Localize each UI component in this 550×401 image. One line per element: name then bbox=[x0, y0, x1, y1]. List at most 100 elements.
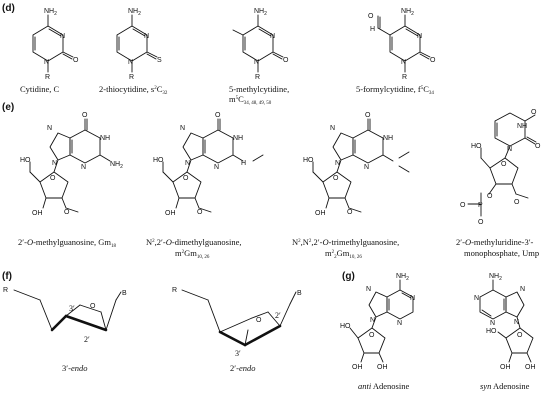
carbon-3-prime: 3′ bbox=[235, 349, 241, 358]
atom-o: O bbox=[365, 112, 371, 119]
atom-oh: OH bbox=[525, 364, 536, 371]
atom-o: O bbox=[535, 143, 541, 150]
label-syn-adenosine: syn Adenosine bbox=[480, 381, 530, 391]
dmg-structure bbox=[162, 118, 264, 213]
label-formylcytidine: 5-formylcytidine, f5C34 bbox=[356, 84, 434, 96]
atom-n: N bbox=[507, 146, 512, 153]
atom-n: N bbox=[214, 164, 219, 171]
atom-o: O bbox=[183, 175, 189, 182]
panel-label-d: (d) bbox=[2, 3, 15, 14]
label-gm: 2′-O-methylguanosine, Gm18 bbox=[18, 237, 117, 249]
atom-n: N bbox=[366, 286, 371, 293]
atom-o: O bbox=[50, 175, 56, 182]
label-dmg-1: N2,2′-O-dimethylguanosine, bbox=[146, 237, 242, 247]
atom-o: O bbox=[368, 13, 374, 20]
atom-n: N bbox=[47, 125, 52, 132]
atom-ho: HO bbox=[486, 328, 497, 335]
atom-nh2: NH2 bbox=[396, 273, 409, 282]
atom-n: N bbox=[330, 125, 335, 132]
atom-n: N bbox=[514, 319, 519, 326]
atom-oh: OH bbox=[352, 364, 363, 371]
atom-n: N bbox=[520, 286, 525, 293]
atom-nh: NH bbox=[233, 135, 243, 142]
atom-s: S bbox=[157, 57, 162, 64]
atom-n: N bbox=[270, 33, 275, 40]
label-ump-2: monophosphate, Ump bbox=[464, 248, 539, 258]
atom-n: N bbox=[52, 160, 57, 167]
atom-o-minus: O bbox=[460, 202, 466, 209]
atom-oh: OH bbox=[315, 210, 326, 217]
atom-nh2: NH2 bbox=[128, 8, 141, 17]
atom-o: O bbox=[283, 57, 289, 64]
label-ump-1: 2′-O-methyluridine-3′- bbox=[456, 237, 534, 247]
endo2-pucker bbox=[181, 289, 297, 347]
atom-oh: OH bbox=[165, 210, 176, 217]
endo3-pucker bbox=[13, 289, 122, 332]
atom-nh2: NH2 bbox=[254, 8, 267, 17]
atom-n: N bbox=[474, 295, 479, 302]
atom-o: O bbox=[73, 57, 79, 64]
atom-n: N bbox=[144, 33, 149, 40]
label-2-endo: 2′-endo bbox=[230, 363, 255, 373]
atom-n: N bbox=[81, 164, 86, 171]
atom-nh2: NH2 bbox=[489, 273, 502, 282]
atom-h: H bbox=[241, 160, 246, 167]
atom-r: R bbox=[402, 74, 407, 81]
syn-adenosine-structure bbox=[479, 279, 534, 363]
atom-n: N bbox=[128, 59, 133, 66]
atom-o: O bbox=[197, 209, 203, 216]
atom-nh2: NH2 bbox=[44, 8, 57, 17]
carbon-2-prime: 2′ bbox=[275, 311, 281, 320]
atom-ho: HO bbox=[471, 143, 482, 150]
atom-ho: HO bbox=[340, 323, 351, 330]
carbon-3-prime: 3′ bbox=[69, 304, 75, 313]
atom-nh: NH bbox=[383, 135, 393, 142]
label-dmg-2: m2Gm10, 26 bbox=[175, 248, 210, 260]
atom-o: O bbox=[64, 209, 70, 216]
label-anti-adenosine: anti Adenosine bbox=[358, 381, 409, 391]
label-cytidine: Cytidine, C bbox=[20, 84, 60, 94]
atom-ho: HO bbox=[20, 157, 31, 164]
atom-o: O bbox=[369, 332, 375, 339]
atom-o: O bbox=[430, 57, 436, 64]
atom-n: N bbox=[44, 59, 49, 66]
atom-n: N bbox=[364, 164, 369, 171]
formylcytidine-structure bbox=[377, 14, 431, 73]
atom-o-minus: O bbox=[478, 219, 484, 226]
atom-o: O bbox=[333, 175, 339, 182]
atom-r: R bbox=[255, 74, 260, 81]
atom-b: B bbox=[297, 290, 302, 297]
anti-adenosine-structure bbox=[349, 279, 414, 363]
atom-n: N bbox=[410, 295, 415, 302]
tmg-structure bbox=[312, 118, 410, 213]
atom-r: R bbox=[45, 74, 50, 81]
carbon-2-prime: 2′ bbox=[84, 335, 90, 344]
atom-o: O bbox=[256, 317, 262, 324]
atom-o: O bbox=[517, 332, 523, 339]
atom-nh2: NH2 bbox=[110, 161, 123, 170]
panel-label-f: (f) bbox=[2, 271, 12, 282]
panel-label-g: (g) bbox=[342, 271, 355, 282]
label-methylcytidine-1: 5-methylcytidine, bbox=[229, 84, 289, 94]
methylcytidine-structure bbox=[232, 14, 284, 73]
cytidine-structure bbox=[32, 14, 74, 73]
label-methylcytidine-2: m5C34, 48, 49, 50 bbox=[229, 94, 272, 106]
atom-n: N bbox=[60, 33, 65, 40]
label-tmg-2: m22Gm10, 26 bbox=[325, 248, 362, 260]
label-3-endo: 3′-endo bbox=[62, 363, 87, 373]
atom-n: N bbox=[180, 125, 185, 132]
panel-label-e: (e) bbox=[2, 102, 14, 113]
atom-oh: OH bbox=[32, 210, 43, 217]
gm-structure bbox=[29, 118, 111, 213]
atom-oh: OH bbox=[377, 364, 388, 371]
atom-o: O bbox=[501, 161, 507, 168]
atom-nh: NH bbox=[517, 123, 527, 130]
atom-nh2: NH2 bbox=[401, 8, 414, 17]
atom-r: R bbox=[3, 287, 8, 294]
atom-ho: HO bbox=[153, 157, 164, 164]
atom-nh: NH bbox=[100, 135, 110, 142]
atom-n: N bbox=[397, 320, 402, 327]
thiocytidine-structure bbox=[116, 14, 158, 73]
label-tmg-1: N2,N2,2′-O-trimethylguanosine, bbox=[292, 237, 399, 247]
atom-h: H bbox=[370, 26, 375, 33]
